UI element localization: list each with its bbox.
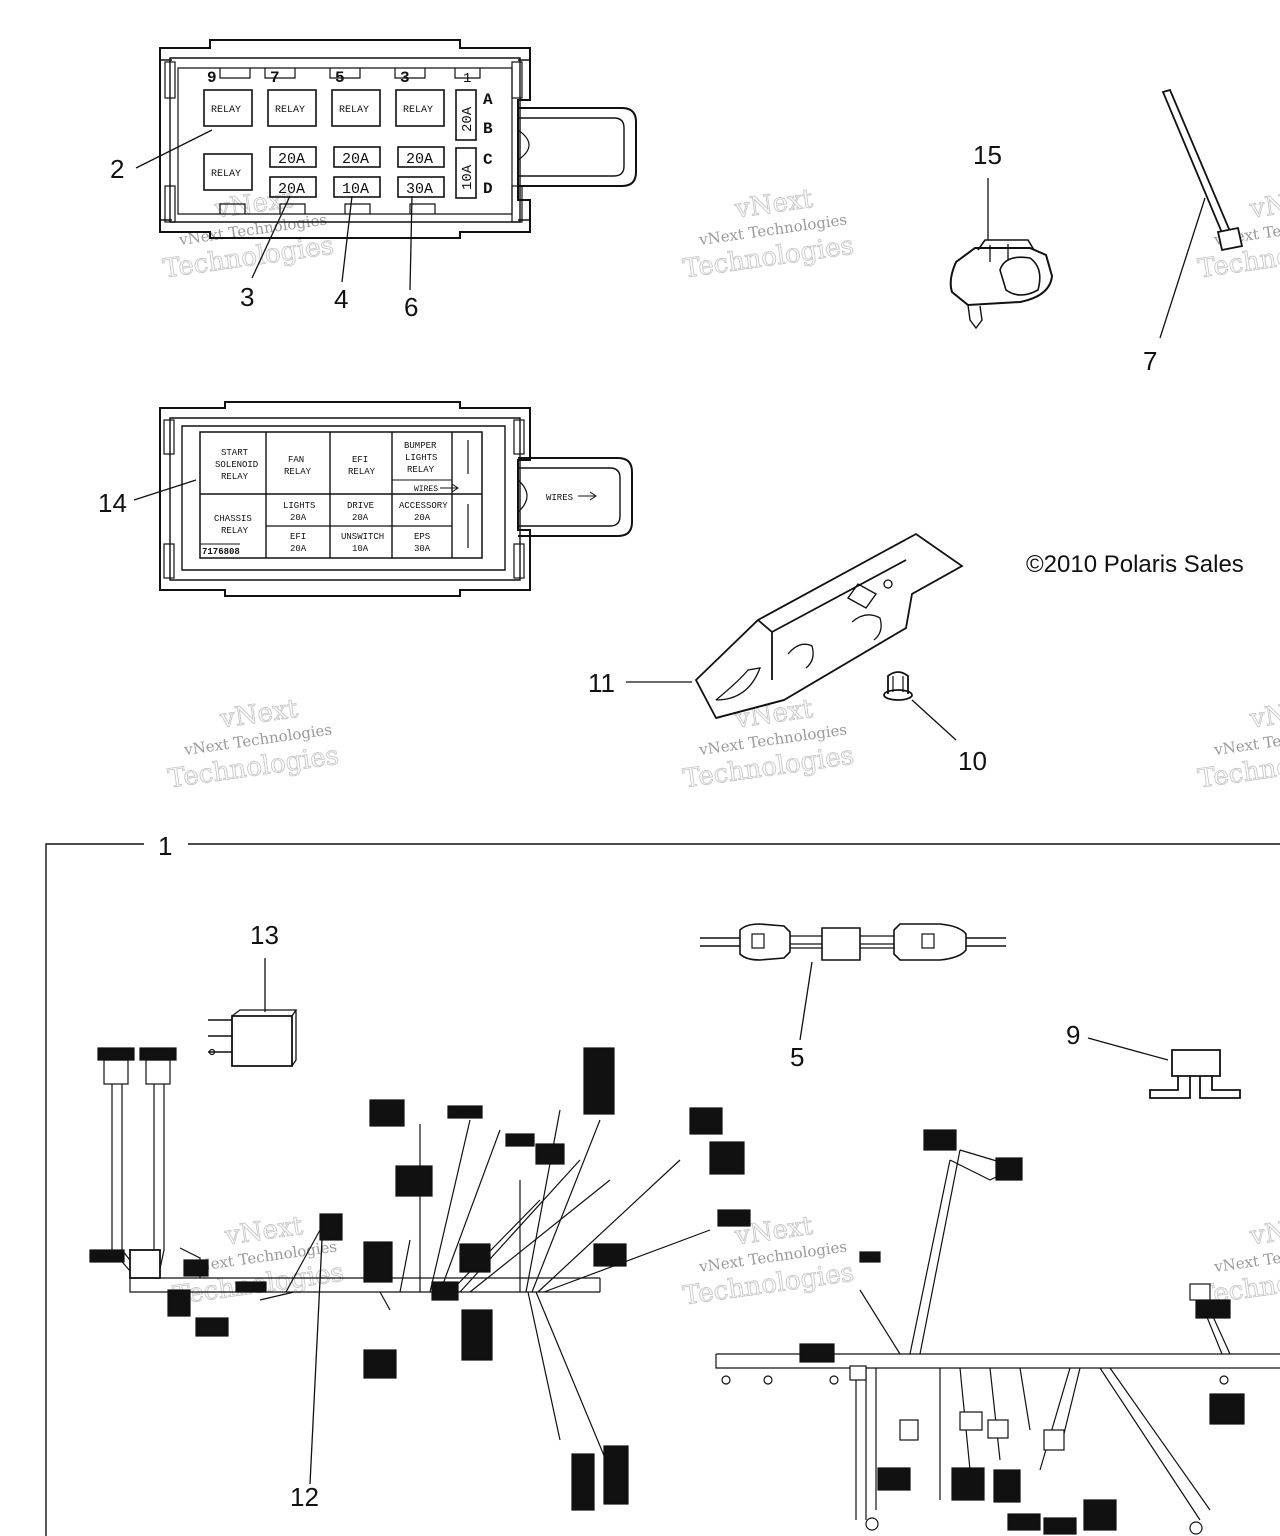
callout-4: 4 <box>334 284 348 314</box>
label-arrows <box>440 440 597 548</box>
main-harness-right <box>715 1129 1280 1535</box>
position-label: 3 <box>400 69 410 87</box>
label-part-number: 7176808 <box>202 547 240 557</box>
label-fan: FAN <box>288 455 304 465</box>
harness-part-5 <box>700 923 1006 961</box>
label-drive: 20A <box>352 513 369 523</box>
label-efi-relay: EFI <box>352 455 368 465</box>
fuse-label: 20A <box>406 151 433 168</box>
fuse-holder-part-9 <box>1149 1049 1241 1099</box>
leader-14 <box>133 479 197 501</box>
watermark-4: vNext Technologies vNext Technologies <box>166 693 341 794</box>
callout-13: 13 <box>250 920 279 950</box>
label-start-solenoid: START <box>221 448 249 458</box>
fuse-box-top-labels: 9 7 5 3 1 A B C D RELAY RELAY RELAY RELA… <box>207 69 493 198</box>
fuse-label: 20A <box>342 151 369 168</box>
watermark-text: vNext <box>1247 694 1280 735</box>
relay-label: RELAY <box>211 105 241 116</box>
fuse-label: 30A <box>406 181 433 198</box>
leader-10 <box>911 699 957 741</box>
label-bumper: BUMPER <box>404 441 437 451</box>
leader-7 <box>1159 197 1206 339</box>
side-fuse-label: 20A <box>460 106 476 132</box>
callout-5: 5 <box>790 1042 804 1072</box>
label-unswitch: 10A <box>352 544 369 554</box>
label-wires: WIRES <box>414 485 438 494</box>
label-bumper: RELAY <box>407 465 435 475</box>
leader-12 <box>309 1239 323 1485</box>
callout-1: 1 <box>158 831 172 861</box>
copyright-text: ©2010 Polaris Sales <box>1026 551 1244 578</box>
fuse-box-label-text: START SOLENOID RELAY FAN RELAY EFI RELAY… <box>202 441 573 557</box>
connector-part-15 <box>949 239 1054 330</box>
label-start-solenoid: RELAY <box>221 472 249 482</box>
row-label: C <box>483 151 493 169</box>
watermark-7: vNext Technologies vNext Technologies <box>171 1210 346 1311</box>
watermark-2: vNext Technologies vNext Technologies <box>681 183 856 284</box>
position-label: 1 <box>463 71 471 87</box>
label-unswitch: UNSWITCH <box>341 532 384 542</box>
callout-9: 9 <box>1066 1020 1080 1050</box>
callout-7: 7 <box>1143 346 1157 376</box>
position-label: 5 <box>335 69 345 87</box>
label-chassis: RELAY <box>221 526 249 536</box>
callout-10: 10 <box>958 746 987 776</box>
harness-frame <box>45 843 1280 1536</box>
side-fuse-label: 10A <box>460 164 476 190</box>
callout-3: 3 <box>240 282 254 312</box>
row-label: B <box>483 120 493 138</box>
label-wires-arrow: WIRES <box>546 493 573 503</box>
tie-strap-part-7 <box>1161 88 1244 252</box>
relay-label: RELAY <box>211 169 241 180</box>
callout-11: 11 <box>588 668 615 698</box>
label-efi-relay: RELAY <box>348 467 376 477</box>
label-lights: LIGHTS <box>283 501 315 511</box>
fuse-label: 10A <box>342 181 369 198</box>
relay-part-13 <box>208 1009 298 1067</box>
leader-lines-top <box>135 129 413 291</box>
fuse-box-top <box>159 39 637 239</box>
callout-15: 15 <box>973 140 1002 170</box>
label-efi-fuse: EFI <box>290 532 306 542</box>
label-bumper: LIGHTS <box>405 453 437 463</box>
fuse-box-label-part-14 <box>159 401 633 597</box>
relay-label: RELAY <box>339 105 369 116</box>
label-accessory: ACCESSORY <box>399 501 448 511</box>
position-label: 9 <box>207 69 217 87</box>
watermark-text: vNext <box>1247 184 1280 225</box>
label-drive: DRIVE <box>347 501 374 511</box>
label-eps: EPS <box>414 532 430 542</box>
watermark-text: vNext <box>1247 1211 1280 1252</box>
label-lights: 20A <box>290 513 307 523</box>
position-label: 7 <box>270 69 280 87</box>
push-rivet-part-10 <box>883 671 913 701</box>
main-harness-left <box>89 1047 751 1511</box>
label-efi-fuse: 20A <box>290 544 307 554</box>
callout-12: 12 <box>290 1482 319 1512</box>
watermark-8: vNext Technologies vNext Technologies <box>681 1210 856 1311</box>
callout-6: 6 <box>404 292 418 322</box>
row-label: D <box>483 180 493 198</box>
label-accessory: 20A <box>414 513 431 523</box>
label-start-solenoid: SOLENOID <box>215 460 258 470</box>
relay-label: RELAY <box>403 105 433 116</box>
label-fan: RELAY <box>284 467 312 477</box>
watermark-6: vNext Technologies vNext Technologies <box>1196 693 1280 794</box>
row-label: A <box>483 91 493 109</box>
leader-9 <box>1087 1037 1169 1061</box>
label-chassis: CHASSIS <box>214 514 252 524</box>
relay-label: RELAY <box>275 105 305 116</box>
bracket-part-11 <box>694 532 964 720</box>
fuse-label: 20A <box>278 181 305 198</box>
label-eps: 30A <box>414 544 431 554</box>
fuse-label: 20A <box>278 151 305 168</box>
callout-14: 14 <box>98 488 127 518</box>
leader-5 <box>799 961 813 1041</box>
callout-2: 2 <box>110 154 124 184</box>
